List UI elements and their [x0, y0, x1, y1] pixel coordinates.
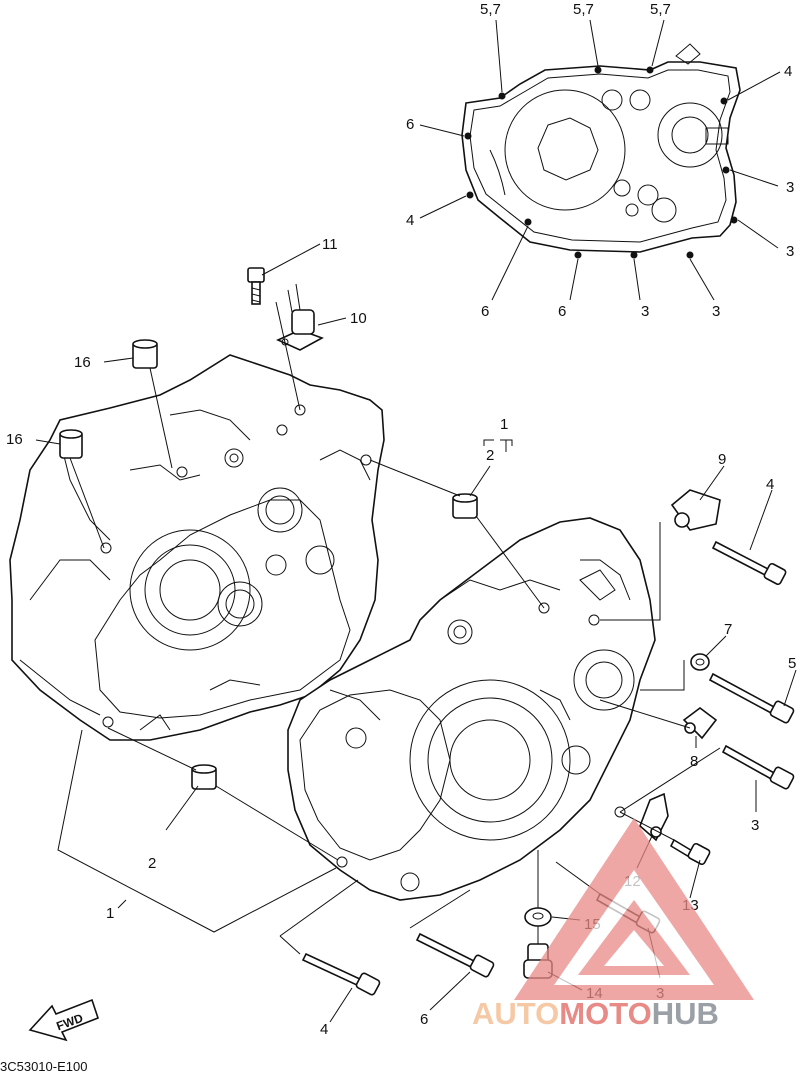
label-bottom-b: 6 [558, 303, 566, 320]
washer-15 [524, 907, 552, 927]
watermark-triangle-logo [514, 818, 754, 1000]
label-part-7: 7 [724, 621, 732, 638]
bolt-5 [708, 672, 795, 724]
label-part-8: 8 [690, 753, 698, 770]
label-part-1-left: 1 [106, 905, 114, 922]
label-part-6-bottom: 6 [420, 1011, 428, 1028]
bolt-4-right [711, 540, 787, 586]
bolt-6-bottom [415, 932, 495, 978]
label-top-a: 5,7 [480, 1, 501, 18]
label-right-low: 3 [786, 243, 794, 260]
label-left-upper: 6 [406, 116, 414, 133]
watermark-moto: MOTO [559, 996, 651, 1031]
watermark-auto: AUTO [472, 996, 559, 1031]
label-right-top: 4 [784, 63, 792, 80]
watermark-text: AUTOMOTOHUB [472, 996, 719, 1031]
label-part-16b: 16 [6, 431, 23, 448]
bolt-11 [247, 267, 265, 305]
label-top-c: 5,7 [650, 1, 671, 18]
dowel-pin-16b [59, 429, 83, 459]
label-bottom-a: 6 [481, 303, 489, 320]
label-bottom-d: 3 [712, 303, 720, 320]
label-right-mid: 3 [786, 179, 794, 196]
bolt-3-right [721, 744, 795, 790]
forward-arrow: FWD [28, 998, 99, 1042]
bracket-12 [639, 792, 669, 842]
label-left-mid: 4 [406, 212, 414, 229]
label-top-b: 5,7 [573, 1, 594, 18]
bolt-4-bottom [301, 952, 381, 996]
label-part-2-left: 2 [148, 855, 156, 872]
washer-7 [690, 653, 710, 671]
dowel-pin-2-left [191, 764, 217, 790]
breather-clamp-10 [276, 283, 324, 351]
watermark: AUTOMOTOHUB [472, 818, 754, 1031]
label-part-3-right: 3 [751, 817, 759, 834]
clamp-8 [682, 707, 718, 740]
label-part-1-top: 1 [500, 416, 508, 433]
label-part-2-top: 2 [486, 447, 494, 464]
label-bottom-c: 3 [641, 303, 649, 320]
bolt-13 [669, 838, 711, 866]
label-part-16a: 16 [74, 354, 91, 371]
left-crankcase-half [9, 354, 385, 741]
dowel-pin-16a [132, 339, 158, 369]
label-part-11: 11 [322, 236, 338, 253]
gasket-labels: 5,7 5,7 5,7 4 6 3 4 3 6 6 3 3 [406, 1, 794, 320]
label-part-10: 10 [350, 310, 367, 327]
label-part-4-right: 4 [766, 476, 774, 493]
watermark-hub: HUB [652, 996, 719, 1031]
label-part-4-bottom: 4 [320, 1021, 328, 1038]
figure-code: 3C53010-E100 [0, 1059, 87, 1074]
label-part-9: 9 [718, 451, 726, 468]
label-part-5: 5 [788, 655, 796, 672]
right-crankcase-half [287, 517, 656, 901]
clamp-9 [670, 489, 721, 531]
crankcase-gasket [419, 19, 781, 301]
dowel-pin-2-top [452, 493, 478, 519]
